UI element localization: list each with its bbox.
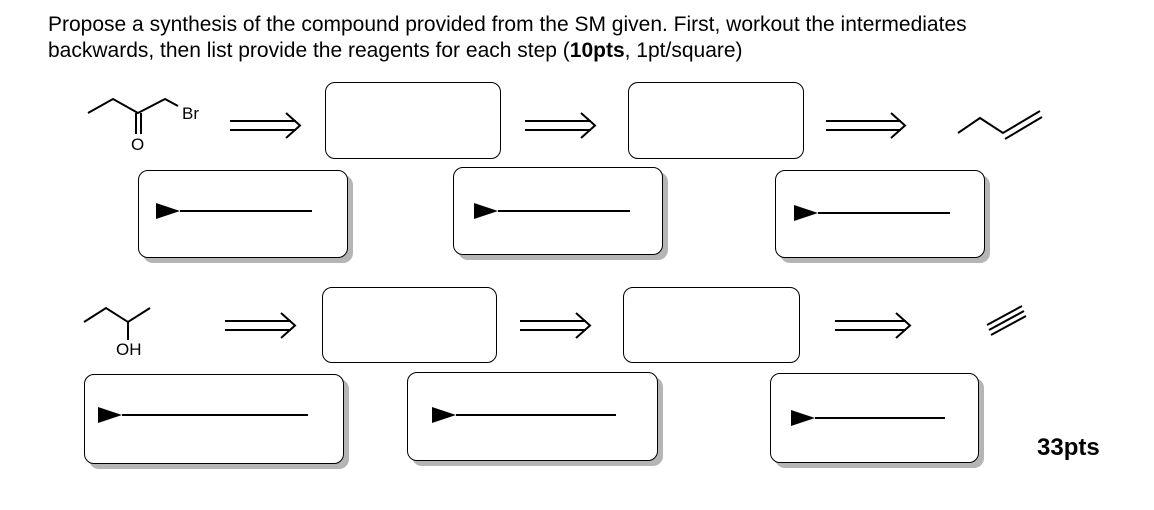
points-note: , 1pt/square) [624,39,743,62]
intermediate-box-1b[interactable] [628,82,804,159]
instructions-line1: Propose a synthesis of the compound prov… [48,13,967,36]
retro-arrow-2c [835,312,912,339]
butanol-structure [83,306,151,324]
intermediate-box-2a[interactable] [322,287,497,363]
butene-structure [957,110,1043,140]
alkyne-structure [986,305,1027,336]
instructions-line2: backwards, then list provide the reagent… [48,39,570,62]
retro-arrow-1a [230,112,302,139]
bromine-label: Br [182,104,199,123]
instructions: Propose a synthesis of the compound prov… [48,12,1148,64]
hydroxyl-label: OH [116,340,142,359]
intermediate-box-1a[interactable] [325,82,501,159]
retro-arrow-2a [225,312,297,339]
retro-arrow-1c [826,112,907,139]
oxygen-label: O [131,135,145,154]
points-value: 10pts [569,39,625,62]
retro-arrow-2b [520,312,592,339]
bromoketone-structure [87,97,179,115]
retro-arrow-1b [525,112,597,139]
reagent-box-2a[interactable] [84,374,344,464]
intermediate-box-2b[interactable] [623,287,800,363]
total-points: 33pts [1037,434,1100,461]
